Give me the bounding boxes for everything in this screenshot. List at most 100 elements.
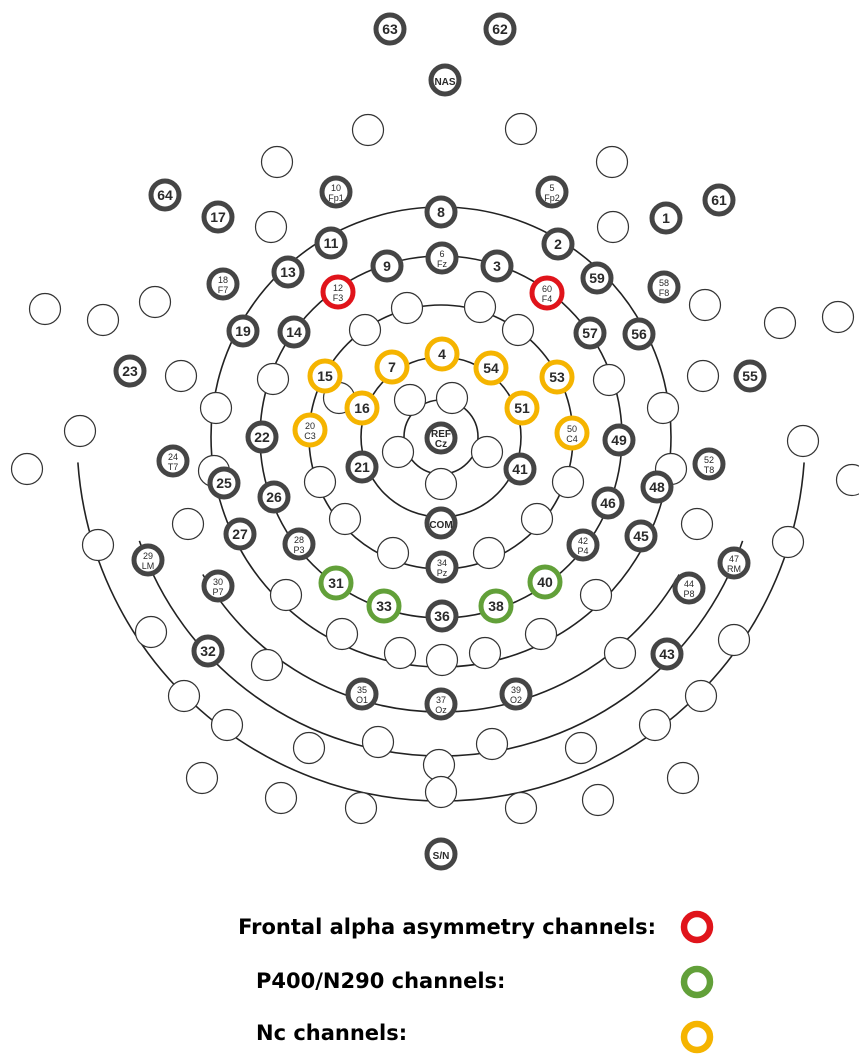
electrode-label: 15 <box>317 368 333 384</box>
electrode-site: P4 <box>577 546 588 556</box>
sensor-dot <box>717 623 751 657</box>
electrode-label: 14 <box>286 324 302 340</box>
electrode-8: 8 <box>424 195 458 229</box>
sensor-dot <box>603 636 637 670</box>
electrode-site: P7 <box>212 587 223 597</box>
electrode-label: 21 <box>354 459 370 475</box>
sensor-dot <box>390 291 424 325</box>
sensor-dot <box>501 313 535 347</box>
electrode-label: 1 <box>662 210 670 226</box>
electrode-number: 18 <box>218 275 228 285</box>
legend-label-nc: Nc channels: <box>256 1021 407 1045</box>
electrode-site: T8 <box>704 465 715 475</box>
electrode-number: REF <box>431 429 451 440</box>
electrode-54: 54 <box>473 350 509 386</box>
electrode-56: 56 <box>622 317 656 351</box>
electrode-46: 46 <box>591 486 625 520</box>
sensor-dot <box>468 636 502 670</box>
electrode-label: 16 <box>354 400 370 416</box>
electrode-19: 19 <box>226 314 260 348</box>
electrode-number: 24 <box>168 452 178 462</box>
electrode-22: 22 <box>245 420 279 454</box>
sensor-dot <box>424 775 458 809</box>
sensor-dot <box>351 113 385 147</box>
sensor-dot <box>383 636 417 670</box>
sensor-dot <box>81 528 115 562</box>
electrode-label: 19 <box>235 323 251 339</box>
electrode-64: 64 <box>148 178 182 212</box>
electrode-site: C4 <box>566 434 578 444</box>
sensor-dot <box>475 727 509 761</box>
electrode-38: 38 <box>478 588 514 624</box>
sensor-dot <box>376 536 410 570</box>
electrode-label: 40 <box>537 574 553 590</box>
sensor-dot <box>520 502 554 536</box>
electrode-number: 10 <box>331 183 341 193</box>
sensor-dot <box>393 383 427 417</box>
electrode-label: 64 <box>157 187 173 203</box>
electrode-9: 9 <box>370 249 404 283</box>
electrode-number: 20 <box>305 421 315 431</box>
electrode-number: 37 <box>436 695 446 705</box>
electrode-number: 58 <box>659 278 669 288</box>
electrode-48: 48 <box>640 470 674 504</box>
sensor-dot <box>425 643 459 677</box>
electrode-site: RM <box>727 564 741 574</box>
electrode-site: T7 <box>168 462 179 472</box>
electrode-label: 55 <box>742 368 758 384</box>
electrode-32: 32 <box>191 634 225 668</box>
electrode-site: Cz <box>435 439 447 450</box>
electrode-number: 12 <box>333 283 343 293</box>
legend-item-nc: Nc channels: <box>256 1020 714 1054</box>
electrode-41: 41 <box>503 452 537 486</box>
unlabeled-sensors <box>10 112 859 825</box>
electrode-site: P8 <box>683 589 694 599</box>
sensor-dot <box>680 507 714 541</box>
legend: Frontal alpha asymmetry channels: P400/N… <box>238 910 714 1054</box>
sensor-dot <box>210 708 244 742</box>
electrode-label: 38 <box>488 598 504 614</box>
sensor-dot <box>638 708 672 742</box>
sensor-dot <box>325 617 359 651</box>
electrode-number: 52 <box>704 455 714 465</box>
electrode-label: 4 <box>438 346 446 362</box>
electrode-25: 25 <box>207 466 241 500</box>
sensor-dot <box>504 112 538 146</box>
electrode-63: 63 <box>373 12 407 46</box>
sensor-dot <box>171 507 205 541</box>
electrode-11: 11 <box>314 226 348 260</box>
sensor-dot <box>303 465 337 499</box>
electrode-number: 5 <box>549 183 554 193</box>
sensor-dot <box>164 359 198 393</box>
sensor-dot <box>260 145 294 179</box>
electrode-27: 27 <box>223 517 257 551</box>
sensor-dot <box>686 359 720 393</box>
electrode-label: 26 <box>266 489 282 505</box>
sensor-dot <box>381 435 415 469</box>
electrode-33: 33 <box>366 588 402 624</box>
electrode-1: 1 <box>649 201 683 235</box>
electrode-4: 4 <box>424 336 460 372</box>
electrode-3: 3 <box>480 249 514 283</box>
electrode-7: 7 <box>374 349 410 385</box>
legend-item-p400-n290: P400/N290 channels: <box>256 965 714 999</box>
electrode-label: 25 <box>216 475 232 491</box>
electrode-label: 43 <box>659 646 675 662</box>
sensor-dot <box>424 467 458 501</box>
electrode-49: 49 <box>602 423 636 457</box>
electrode-site: Fp1 <box>328 193 344 203</box>
legend-label-frontal-alpha: Frontal alpha asymmetry channels: <box>238 915 656 939</box>
sensor-dot <box>63 414 97 448</box>
electrode-label: 36 <box>434 608 450 624</box>
